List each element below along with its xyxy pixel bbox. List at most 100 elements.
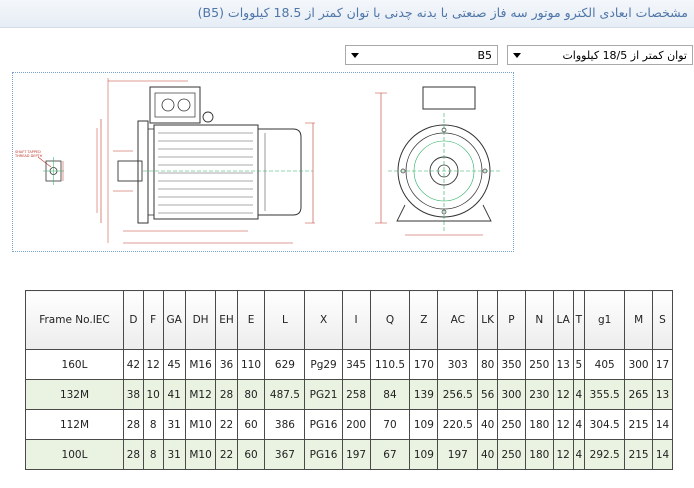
table-cell: 200 xyxy=(341,409,371,440)
column-header: I xyxy=(341,290,371,350)
column-header: T xyxy=(572,290,586,350)
column-header: S xyxy=(652,290,673,350)
table-cell: M10 xyxy=(184,409,217,440)
table-cell: 139 xyxy=(409,379,439,410)
power-select[interactable]: توان کمتر از 18/5 کیلووات xyxy=(507,45,693,65)
table-cell: 17 xyxy=(652,349,673,380)
column-header: L xyxy=(264,290,306,350)
column-header: E xyxy=(236,290,266,350)
table-cell: 22 xyxy=(215,439,238,470)
table-cell: 4 xyxy=(572,409,586,440)
table-cell: 60 xyxy=(236,409,266,440)
column-header: M xyxy=(624,290,654,350)
table-cell: 350 xyxy=(497,349,526,380)
table-row: 112M 28 8 31 M10 22 60 386 PG16 200 70 1… xyxy=(25,409,673,440)
chevron-down-icon xyxy=(351,53,359,58)
table-cell: 386 xyxy=(264,409,306,440)
table-cell: 132M xyxy=(25,379,124,410)
table-cell: 215 xyxy=(624,439,654,470)
table-cell: 258 xyxy=(341,379,371,410)
table-cell: 197 xyxy=(341,439,371,470)
table-cell: 22 xyxy=(215,409,238,440)
table-cell: 31 xyxy=(162,439,186,470)
power-select-value: توان کمتر از 18/5 کیلووات xyxy=(562,49,687,62)
table-cell: 292.5 xyxy=(584,439,626,470)
table-cell: 109 xyxy=(409,439,439,470)
table-cell: 70 xyxy=(369,409,411,440)
table-cell: PG21 xyxy=(304,379,343,410)
table-cell: 230 xyxy=(524,379,554,410)
table-cell: 170 xyxy=(409,349,439,380)
table-cell: 250 xyxy=(524,349,554,380)
column-header: P xyxy=(497,290,526,350)
table-cell: 13 xyxy=(552,349,574,380)
page-title: مشخصات ابعادی الکترو موتور سه فاز صنعتی … xyxy=(197,5,688,20)
table-cell: 13 xyxy=(652,379,673,410)
table-cell: 197 xyxy=(437,439,479,470)
column-header: DH xyxy=(184,290,217,350)
table-cell: 42 xyxy=(123,349,144,380)
table-cell: 300 xyxy=(624,349,654,380)
mounting-select[interactable]: B5 xyxy=(345,45,498,65)
table-cell: 56 xyxy=(477,379,499,410)
table-cell: 180 xyxy=(524,409,554,440)
table-cell: 28 xyxy=(123,409,144,440)
table-row: 132M 38 10 41 M12 28 80 487.5 PG21 258 8… xyxy=(25,379,673,410)
table-cell: 112M xyxy=(25,409,124,440)
column-header: g1 xyxy=(584,290,626,350)
table-cell: 345 xyxy=(341,349,371,380)
table-cell: 250 xyxy=(497,409,526,440)
chevron-down-icon xyxy=(513,53,521,58)
table-cell: 45 xyxy=(162,349,186,380)
table-cell: 40 xyxy=(477,439,499,470)
column-header: F xyxy=(142,290,164,350)
column-header: Z xyxy=(409,290,439,350)
table-cell: 8 xyxy=(142,439,164,470)
column-header: EH xyxy=(215,290,238,350)
table-cell: 110.5 xyxy=(369,349,411,380)
table-cell: 41 xyxy=(162,379,186,410)
table-cell: 250 xyxy=(497,439,526,470)
table-cell: 303 xyxy=(437,349,479,380)
table-cell: 300 xyxy=(497,379,526,410)
column-header: D xyxy=(123,290,144,350)
table-cell: 14 xyxy=(652,409,673,440)
column-header: Frame No.IEC xyxy=(25,290,124,350)
table-cell: 60 xyxy=(236,439,266,470)
table-cell: 38 xyxy=(123,379,144,410)
mounting-select-value: B5 xyxy=(477,49,492,62)
table-cell: 109 xyxy=(409,409,439,440)
table-cell: PG16 xyxy=(304,409,343,440)
table-cell: 67 xyxy=(369,439,411,470)
table-cell: 304.5 xyxy=(584,409,626,440)
table-cell: 12 xyxy=(552,409,574,440)
table-cell: 487.5 xyxy=(264,379,306,410)
table-cell: 5 xyxy=(572,349,586,380)
table-cell: 28 xyxy=(215,379,238,410)
table-cell: 110 xyxy=(236,349,266,380)
table-cell: 256.5 xyxy=(437,379,479,410)
table-cell: M10 xyxy=(184,439,217,470)
table-cell: 8 xyxy=(142,409,164,440)
side-view xyxy=(96,78,315,244)
table-cell: 355.5 xyxy=(584,379,626,410)
table-cell: 180 xyxy=(524,439,554,470)
column-header: LA xyxy=(552,290,574,350)
table-cell: 4 xyxy=(572,379,586,410)
table-cell: 80 xyxy=(477,349,499,380)
table-cell: M12 xyxy=(184,379,217,410)
front-view xyxy=(375,86,501,236)
table-cell: 265 xyxy=(624,379,654,410)
column-header: LK xyxy=(477,290,499,350)
table-cell: Pg29 xyxy=(304,349,343,380)
table-cell: 100L xyxy=(25,439,124,470)
table-cell: 160L xyxy=(25,349,124,380)
table-header-row: Frame No.IEC D F GA DH EH E L X I Q Z AC… xyxy=(25,290,673,350)
table-row: 160L 42 12 45 M16 36 110 629 Pg29 345 11… xyxy=(25,349,673,380)
table-row: 100L 28 8 31 M10 22 60 367 PG16 197 67 1… xyxy=(25,439,673,470)
